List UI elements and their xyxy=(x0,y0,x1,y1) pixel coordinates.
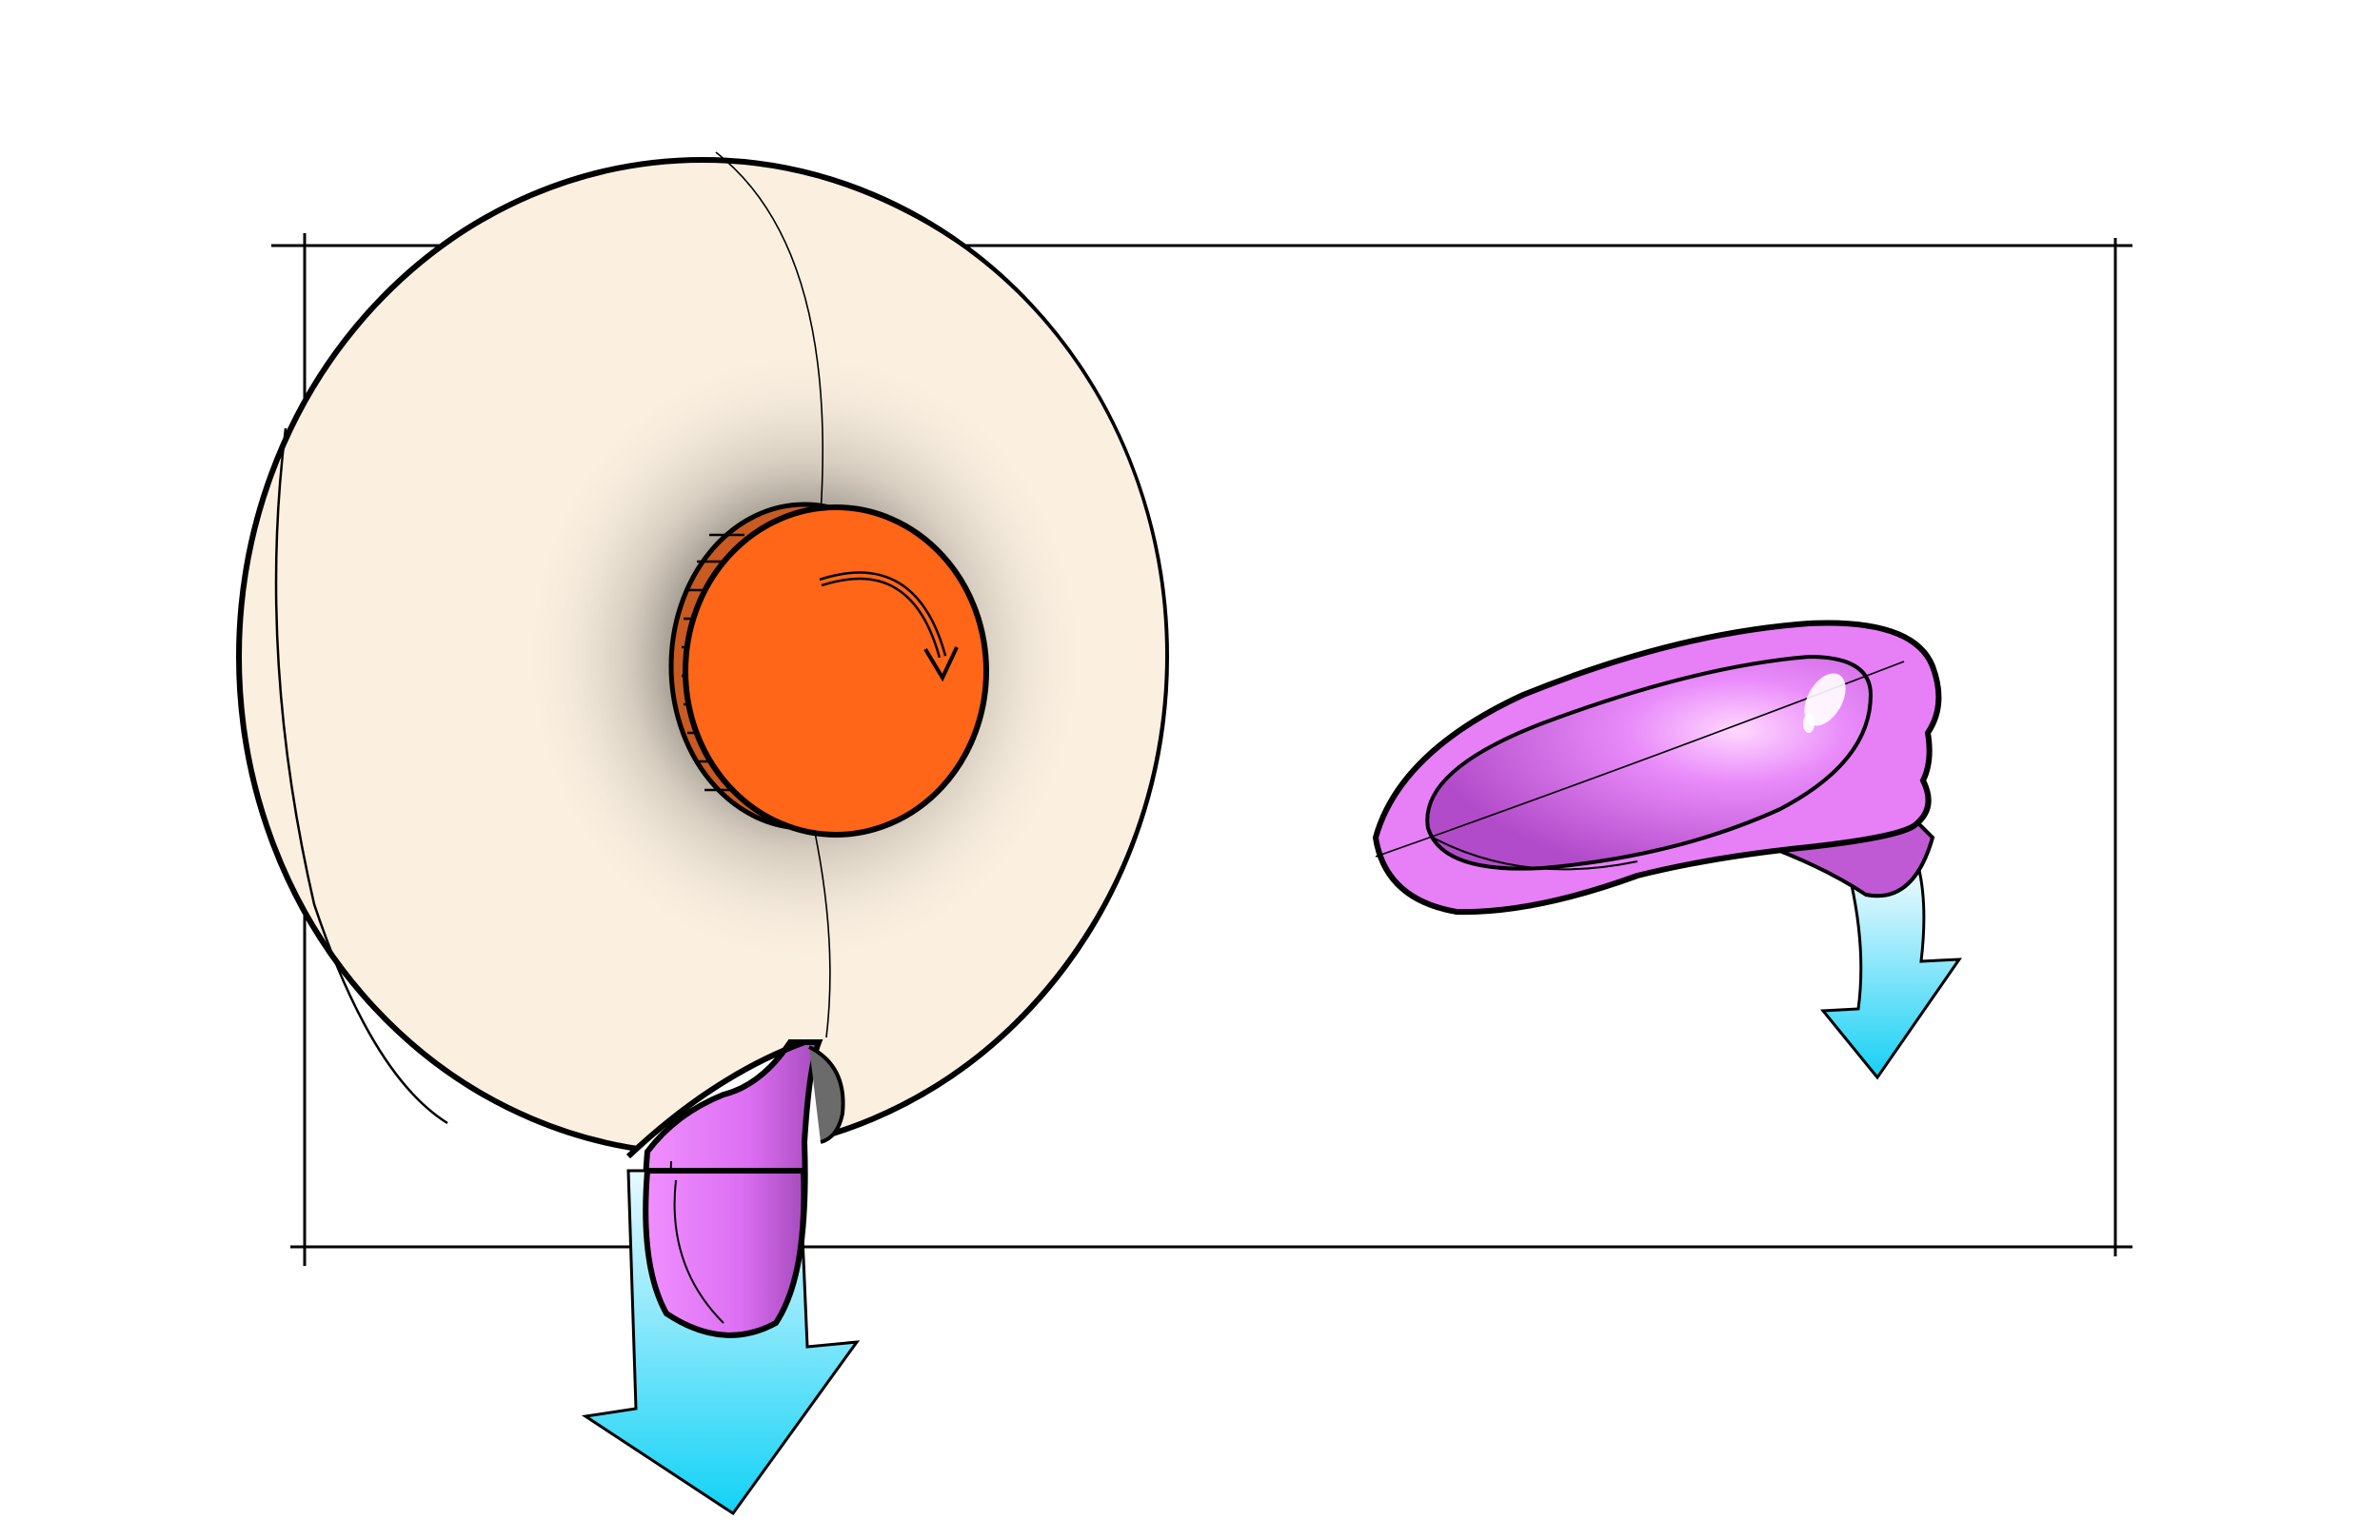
rotary-knob xyxy=(668,502,989,838)
down-arrow-icon xyxy=(581,1168,861,1516)
dispensed-pod xyxy=(1372,620,1962,1080)
down-arrow-icon xyxy=(1819,864,1962,1080)
rotation-arrow-icon xyxy=(819,571,959,682)
